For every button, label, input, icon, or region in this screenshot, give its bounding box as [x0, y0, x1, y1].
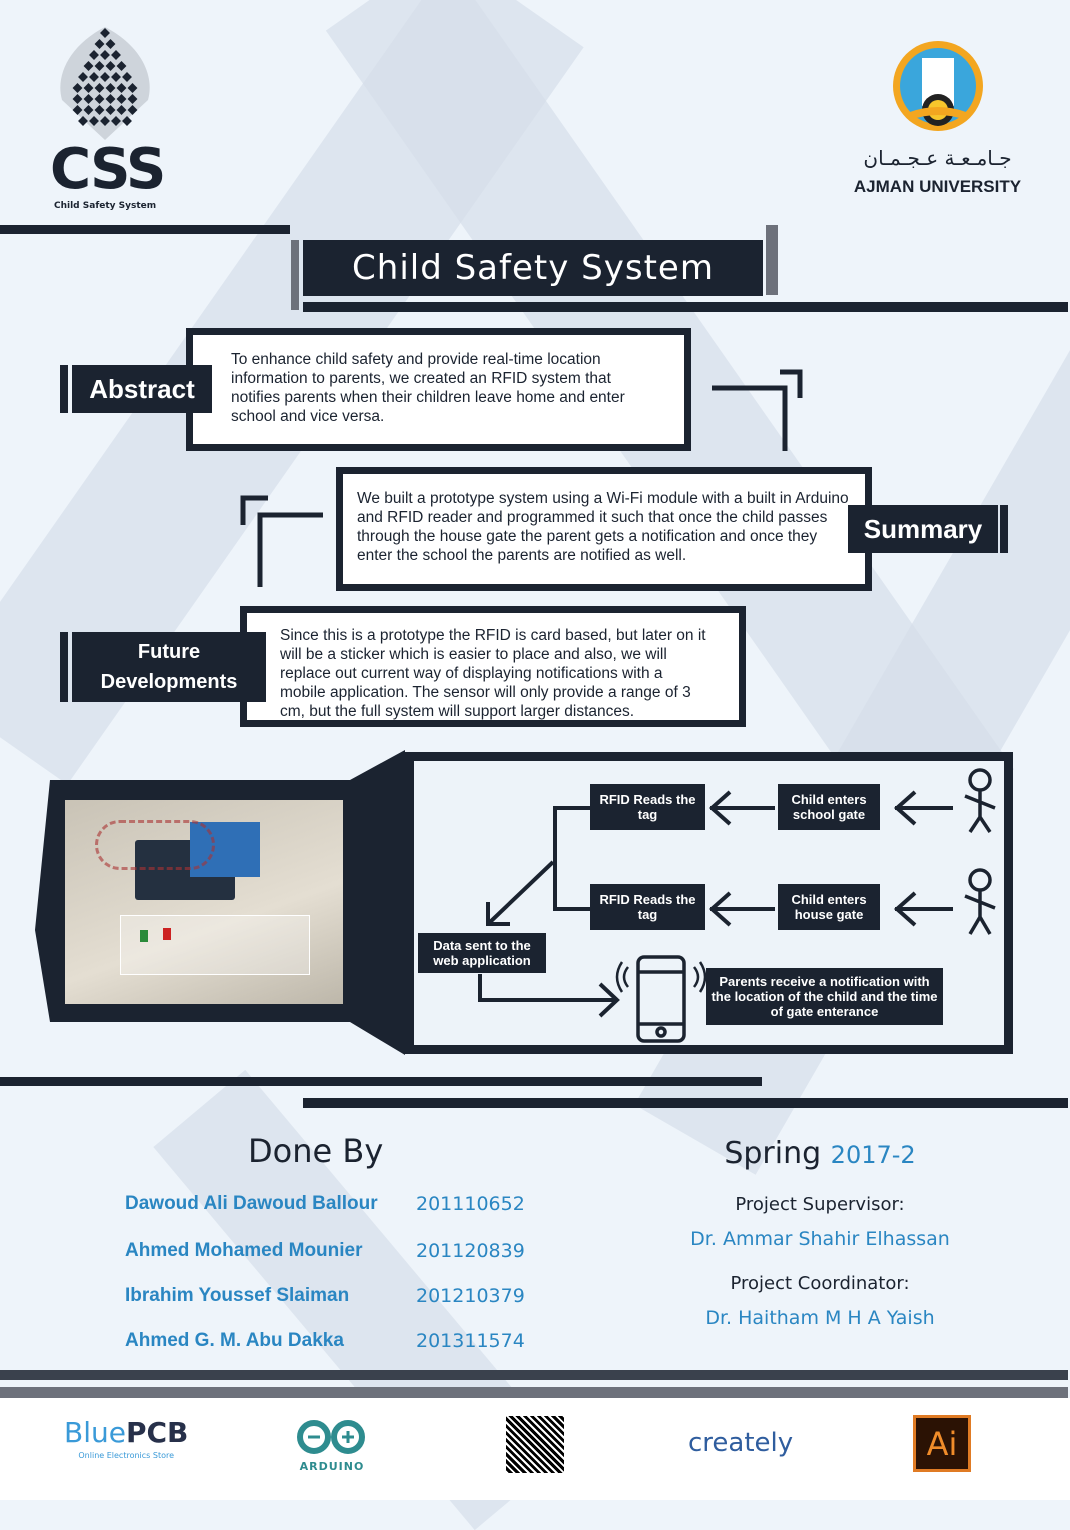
summary-label: Summary: [848, 505, 998, 553]
university-seal-icon: [893, 41, 983, 131]
dome-tile: [127, 105, 138, 115]
divider: [303, 302, 1068, 312]
child-figure-icon: [964, 768, 996, 833]
child-school-box: Child enters school gate: [778, 784, 880, 830]
divider: [60, 365, 68, 413]
dome-tile: [122, 116, 132, 126]
smartphone-icon: [615, 955, 707, 1043]
logo-text: CSS: [50, 137, 166, 202]
divider: [0, 225, 290, 234]
rfid-school-box: RFID Reads the tag: [590, 784, 705, 830]
dome-tile: [116, 105, 127, 115]
corner-decoration: [240, 495, 323, 587]
term-year: 2017-2: [830, 1141, 916, 1169]
arduino-text: ARDUINO: [299, 1460, 365, 1473]
divider: [0, 1077, 762, 1086]
css-logo: CSS Child Safety System: [50, 25, 166, 215]
supervisor-label: Project Supervisor:: [735, 1194, 905, 1215]
bluepcb-tagline: Online Electronics Store: [78, 1451, 175, 1460]
member-name: Ibrahim Youssef Slaiman: [125, 1285, 350, 1306]
illustrator-logo: Ai: [913, 1415, 971, 1472]
arduino-logo: ARDUINO: [292, 1418, 372, 1473]
future-label: Future Developments: [72, 632, 266, 702]
abstract-label: Abstract: [72, 365, 212, 413]
summary-box: We built a prototype system using a Wi-F…: [336, 467, 872, 591]
dome-tile: [116, 94, 127, 104]
data-sent-box: Data sent to the web application: [418, 933, 546, 973]
future-label-line1: Future: [137, 641, 201, 663]
arduino-infinity-icon: [297, 1420, 365, 1454]
future-label-line2: Developments: [100, 671, 238, 693]
team-heading: Done By: [248, 1132, 384, 1170]
member-id: 201311574: [416, 1330, 525, 1352]
future-box: Since this is a prototype the RFID is ca…: [240, 606, 746, 727]
divider: [1000, 505, 1008, 553]
rfid-house-box: RFID Reads the tag: [590, 884, 705, 930]
summary-text: We built a prototype system using a Wi-F…: [357, 490, 849, 564]
bluepcb-logo: BluePCB Online Electronics Store: [64, 1416, 188, 1460]
io-logo: [506, 1416, 564, 1473]
member-id: 201120839: [416, 1240, 525, 1262]
corner-decoration: [712, 369, 803, 451]
page-title: Child Safety System: [303, 240, 763, 296]
term-season: Spring: [724, 1136, 822, 1171]
divider: [0, 1387, 1068, 1398]
divider: [766, 225, 778, 295]
ajman-university-logo: جـامـعـة عـجـمـان AJMAN UNIVERSITY: [845, 40, 1030, 200]
coordinator-name: Dr. Haitham M H A Yaish: [705, 1307, 935, 1329]
member-id: 201210379: [416, 1285, 525, 1307]
dome-tile: [127, 83, 138, 93]
divider: [60, 632, 68, 702]
university-name: AJMAN UNIVERSITY: [853, 177, 1022, 196]
prototype-photo: [65, 800, 343, 1004]
abstract-text: To enhance child safety and provide real…: [231, 351, 625, 425]
member-id: 201110652: [416, 1193, 525, 1215]
member-name: Ahmed Mohamed Mounier: [125, 1240, 363, 1261]
term: Spring 2017-2: [640, 1136, 1000, 1171]
bluepcb-dark-text: PCB: [125, 1416, 189, 1449]
member-name: Ahmed G. M. Abu Dakka: [125, 1330, 344, 1351]
logo-subtitle: Child Safety System: [54, 201, 157, 211]
dome-icon: [60, 27, 150, 140]
abstract-box: To enhance child safety and provide real…: [186, 328, 691, 451]
diagram-connectors: [478, 768, 996, 1043]
divider: [303, 1098, 1068, 1108]
member-name: Dawoud Ali Dawoud Ballour: [125, 1193, 378, 1214]
dome-tile: [127, 94, 138, 104]
divider: [291, 240, 299, 310]
bluepcb-blue-text: Blue: [64, 1416, 126, 1449]
future-text: Since this is a prototype the RFID is ca…: [280, 627, 706, 720]
child-figure-icon: [964, 868, 996, 935]
divider: [0, 1370, 1068, 1380]
supervisor-name: Dr. Ammar Shahir Elhassan: [690, 1228, 950, 1250]
coordinator-label: Project Coordinator:: [730, 1273, 910, 1294]
university-arabic-name: جـامـعـة عـجـمـان: [863, 146, 1012, 170]
parents-notification-box: Parents receive a notification with the …: [706, 968, 943, 1025]
creately-logo: creately: [688, 1428, 794, 1458]
child-house-box: Child enters house gate: [778, 884, 880, 930]
